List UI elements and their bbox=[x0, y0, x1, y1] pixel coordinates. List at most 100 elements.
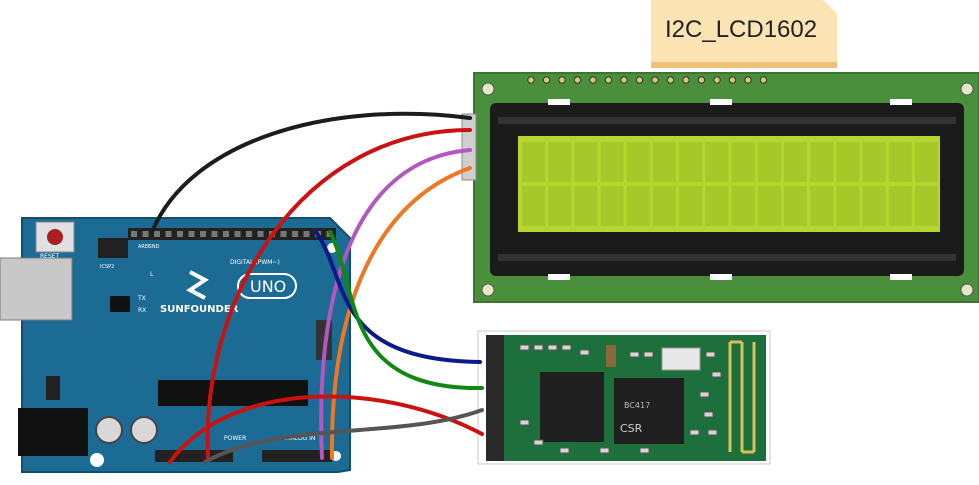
bt-smd-part bbox=[705, 351, 716, 358]
bt-smd-part bbox=[629, 351, 640, 358]
digital-pin bbox=[131, 231, 137, 237]
lcd-pin bbox=[604, 76, 613, 84]
lcd-char-cell bbox=[679, 186, 703, 226]
lcd-char-cell bbox=[600, 186, 624, 226]
lcd-pin bbox=[713, 76, 721, 84]
bt-antenna bbox=[728, 340, 756, 454]
bt-chip-main bbox=[614, 378, 684, 444]
analog-label: ANALOG IN bbox=[282, 435, 315, 442]
capacitor bbox=[130, 416, 158, 444]
digital-pin bbox=[154, 231, 160, 237]
bt-smd-part bbox=[547, 344, 558, 351]
digital-header-pins bbox=[131, 231, 333, 237]
lcd-char-cell bbox=[784, 186, 807, 226]
lcd-char-cell bbox=[653, 142, 676, 182]
lcd-char-cell bbox=[574, 186, 598, 226]
wire-5v-bt bbox=[168, 394, 484, 464]
lcd-pin bbox=[542, 76, 551, 84]
gnd-label: GND bbox=[148, 244, 160, 250]
digital-pin bbox=[188, 231, 195, 237]
wire-5v-lcd bbox=[205, 128, 472, 460]
bt-smd-part bbox=[519, 419, 530, 426]
lcd-pin bbox=[573, 76, 582, 84]
bt-smd-part bbox=[533, 439, 544, 446]
dc-jack bbox=[18, 408, 88, 456]
bt-smd-part bbox=[559, 447, 570, 454]
lcd-char-cell bbox=[862, 186, 886, 226]
bluetooth-module: CSR BC417 bbox=[477, 330, 771, 465]
capacitor bbox=[95, 416, 123, 444]
lcd-char-cell bbox=[888, 142, 912, 182]
lcd-tab bbox=[890, 99, 912, 105]
lcd-pin bbox=[620, 76, 628, 84]
bt-smd-part bbox=[639, 447, 650, 454]
lcd-char-cell bbox=[915, 142, 938, 182]
bt-smd-part bbox=[599, 447, 610, 454]
lcd-tab bbox=[710, 274, 732, 280]
lcd-character-grid bbox=[522, 142, 938, 226]
uno-logo-outline bbox=[237, 273, 297, 299]
lcd-pin bbox=[635, 76, 644, 84]
lcd-pin bbox=[666, 76, 675, 84]
bt-smd-components bbox=[519, 344, 722, 454]
lcd-bezel-stripe bbox=[498, 117, 956, 124]
lcd-module-label: I2C_LCD1602 bbox=[665, 16, 818, 43]
bt-chip-brand: CSR bbox=[620, 422, 643, 435]
wire-gnd-lcd bbox=[150, 111, 472, 234]
bt-component bbox=[661, 347, 701, 371]
reset-label: RESET bbox=[40, 253, 60, 260]
mount-hole bbox=[90, 453, 104, 467]
digital-pin bbox=[246, 231, 252, 237]
arduino-pcb bbox=[21, 217, 351, 473]
lcd-char-cell bbox=[862, 142, 886, 182]
led-rx-label: RX bbox=[138, 307, 146, 314]
lcd-char-cell bbox=[915, 186, 938, 226]
wire-rx-bt bbox=[328, 230, 484, 391]
digital-pin bbox=[223, 231, 229, 237]
reset-button-cap bbox=[47, 229, 63, 245]
bt-smd-part bbox=[711, 371, 722, 378]
lcd-pin bbox=[744, 76, 752, 84]
bt-smd-part bbox=[519, 344, 530, 351]
digital-pin bbox=[303, 231, 310, 237]
lcd-pin bbox=[558, 76, 566, 84]
digital-pin bbox=[200, 231, 206, 237]
lcd-pin bbox=[759, 76, 768, 84]
lcd-char-cell bbox=[705, 142, 729, 182]
lcd-char-cell bbox=[600, 142, 624, 182]
lcd-char-cell bbox=[626, 186, 650, 226]
lcd-char-cell bbox=[731, 186, 755, 226]
lcd-char-cell bbox=[653, 186, 676, 226]
lcd-mount-hole bbox=[481, 82, 495, 96]
brand-label: SUNFOUNDER bbox=[160, 304, 239, 315]
lcd-pin bbox=[589, 76, 597, 84]
bt-smd-part bbox=[707, 429, 718, 436]
lcd-header-pins bbox=[527, 76, 768, 84]
lcd-char-cell bbox=[731, 142, 755, 182]
aref-label: AREF bbox=[138, 244, 151, 250]
lcd-char-cell bbox=[522, 142, 545, 182]
voltage-regulator bbox=[46, 376, 60, 400]
bt-smd-part bbox=[533, 344, 544, 351]
lcd-tab bbox=[548, 99, 570, 105]
arduino-chip bbox=[110, 296, 130, 312]
lcd-pin bbox=[697, 76, 706, 84]
bt-smd-part bbox=[579, 349, 590, 356]
icsp2-label: ICSP2 bbox=[100, 264, 114, 270]
wire-gnd-bt bbox=[203, 408, 484, 464]
digital-pin bbox=[165, 231, 172, 237]
power-label: POWER bbox=[224, 435, 246, 442]
lcd-char-cell bbox=[757, 186, 781, 226]
bt-chip-left bbox=[540, 372, 604, 442]
lcd-tab bbox=[890, 274, 912, 280]
digital-pin bbox=[177, 231, 183, 237]
bt-smd-part bbox=[699, 391, 710, 398]
bt-smd-part bbox=[689, 429, 700, 436]
lcd-char-cell bbox=[705, 186, 729, 226]
arduino-uno-board: RESET ICSP2 DIGITAL (PWM~) GND AREF L TX… bbox=[0, 217, 351, 473]
lcd-tab bbox=[710, 99, 732, 105]
lcd-char-cell bbox=[522, 186, 545, 226]
digital-pin bbox=[234, 231, 241, 237]
led-tx-label: TX bbox=[137, 295, 146, 302]
